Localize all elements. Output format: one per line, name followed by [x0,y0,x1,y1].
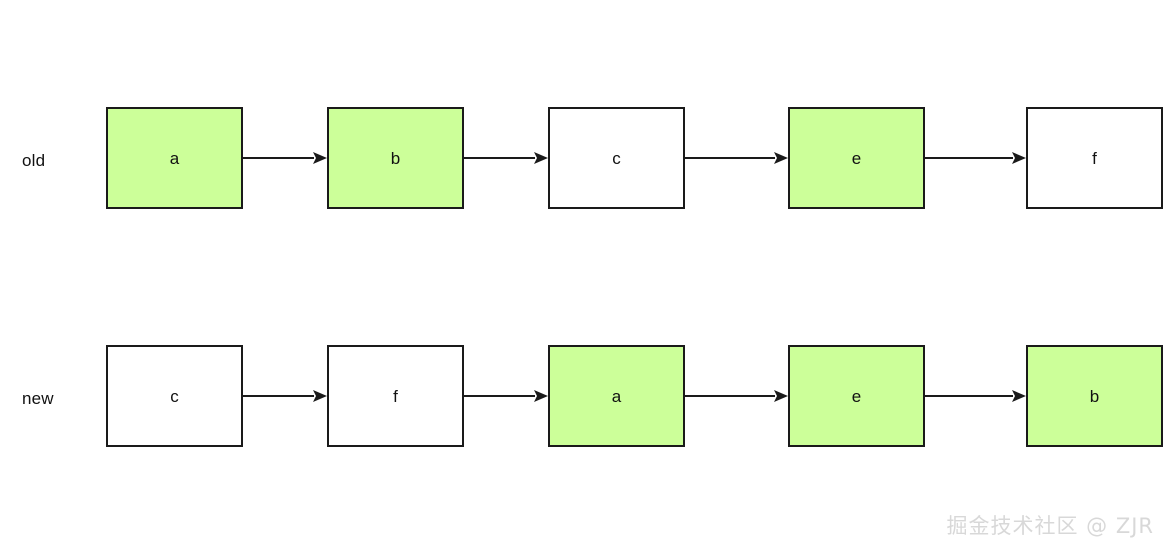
node-label: a [611,386,622,406]
node-label: b [390,148,401,168]
node-box-old-c: c [548,107,685,209]
node-label: c [612,148,621,168]
node-label: b [1089,386,1100,406]
node-box-new-a: a [548,345,685,447]
arrow-old-b-to-c [464,148,548,168]
arrow-new-e-to-b [925,386,1026,406]
node-box-new-f: f [327,345,464,447]
arrow-old-a-to-b [243,148,327,168]
node-box-new-b: b [1026,345,1163,447]
node-box-old-e: e [788,107,925,209]
arrow-new-f-to-a [464,386,548,406]
arrow-old-e-to-f [925,148,1026,168]
node-box-old-a: a [106,107,243,209]
arrow-new-c-to-f [243,386,327,406]
row-label-old: old [22,151,46,170]
node-label: f [393,386,398,406]
arrow-old-c-to-e [685,148,788,168]
node-box-old-b: b [327,107,464,209]
node-label: f [1092,148,1097,168]
row-label-new: new [22,389,54,408]
node-box-new-e: e [788,345,925,447]
node-label: c [170,386,179,406]
node-box-new-c: c [106,345,243,447]
node-box-old-f: f [1026,107,1163,209]
arrow-new-a-to-e [685,386,788,406]
watermark: 掘金技术社区 @ ZJR [946,514,1154,538]
node-label: e [851,148,862,168]
node-label: a [169,148,180,168]
node-label: e [851,386,862,406]
